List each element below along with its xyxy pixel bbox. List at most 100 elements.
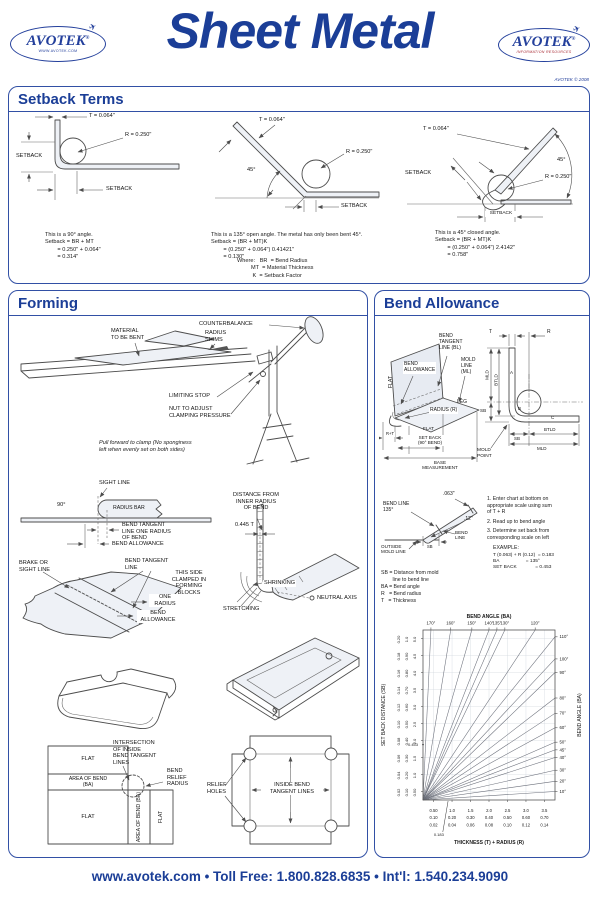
clamped-side-label: THIS SIDE CLAMPED IN FORMING BLOCKS	[171, 570, 207, 596]
svg-text:0.80: 0.80	[404, 669, 409, 678]
bend-allowance-label: BEND ALLOWANCE	[112, 541, 164, 547]
radius-shims-label: RADIUS SHIMS	[205, 330, 227, 343]
svg-text:0.02: 0.02	[429, 822, 438, 827]
shrink-stretch-diagram: DISTANCE FROM INNER RADIUS OF BEND 0.445…	[217, 480, 365, 615]
bend-allowance-label: BEND ALLOWANCE	[403, 361, 437, 374]
svg-text:0.06: 0.06	[466, 822, 475, 827]
svg-text:0.08: 0.08	[396, 737, 401, 746]
svg-text:0.14: 0.14	[396, 686, 401, 695]
svg-text:140°: 140°	[485, 621, 494, 626]
svg-text:80°: 80°	[560, 695, 567, 700]
logo-name: AVOTEK®	[512, 33, 576, 50]
svg-text:0.18: 0.18	[396, 652, 401, 661]
bend-line-label: BEND LINE	[455, 530, 468, 541]
svg-text:0.50: 0.50	[412, 788, 417, 797]
btld-left-label: BTLD	[493, 374, 499, 386]
setback-bottom-label: SETBACK	[106, 186, 133, 192]
forming-section: Forming MATERIAL TO BE BENT COUNTER	[8, 290, 368, 858]
bend-tangent-line-label: BEND TANGENT LINE (BL)	[439, 333, 463, 351]
relief-holes-diagram: RELIEF HOLES INSIDE BEND TANGENT LINES	[205, 730, 373, 848]
setback-90-diagram: T = 0.064" R = 0.250" SETBACK SETBACK Th…	[9, 112, 203, 280]
svg-text:0.30: 0.30	[404, 754, 409, 763]
set-back-label: SET BACK (90° BEND)	[405, 435, 455, 446]
svg-text:0.06: 0.06	[396, 754, 401, 763]
svg-text:0.10: 0.10	[503, 822, 512, 827]
svg-text:5.0: 5.0	[412, 636, 417, 642]
sight-line-diagram: SIGHT LINE 90° RADIUS BAR BEND TANGENT L…	[15, 480, 217, 556]
tray-part-drawing	[226, 637, 360, 721]
material-label: MATERIAL TO BE BENT	[111, 328, 145, 341]
flat-pattern-drawing	[47, 745, 174, 845]
svg-text:0.453: 0.453	[408, 742, 419, 747]
shrinking-label: SHRINKING	[263, 580, 297, 587]
svg-text:0.50: 0.50	[429, 808, 438, 813]
thickness-label: T = 0.064"	[259, 117, 285, 123]
svg-text:1.5: 1.5	[468, 808, 474, 813]
svg-text:0.10: 0.10	[429, 815, 438, 820]
step-1: 1. Enter chart at bottom on appropriate …	[487, 496, 552, 515]
svg-text:20°: 20°	[560, 779, 567, 784]
svg-text:3.0: 3.0	[523, 808, 529, 813]
distance-from-radius-label: DISTANCE FROM INNER RADIUS OF BEND	[233, 492, 279, 512]
svg-text:160°: 160°	[446, 621, 455, 626]
svg-text:0.04: 0.04	[448, 822, 457, 827]
example-values: T (0.063) + R (0.12) = 0.183 BA = 135° S…	[493, 552, 554, 571]
svg-text:SET BACK DISTANCE (SB): SET BACK DISTANCE (SB)	[381, 684, 387, 747]
brake-or-sight-label: BRAKE OR SIGHT LINE	[19, 560, 50, 573]
relief-holes-label: RELIEF HOLES	[207, 782, 227, 795]
svg-text:170°: 170°	[426, 621, 435, 626]
svg-text:0.50: 0.50	[503, 815, 512, 820]
setback-bottom-label: SETBACK	[485, 211, 517, 217]
footer-contact: www.avotek.com • Toll Free: 1.800.828.68…	[91, 869, 509, 884]
bend-allowance-section: Bend Allowance	[374, 290, 590, 858]
avotek-logo-right: ✈ AVOTEK® INFORMATION RESOURCES	[498, 23, 590, 62]
svg-text:0.10: 0.10	[396, 720, 401, 729]
angle-label: 45°	[247, 167, 256, 173]
section-heading: Bend Allowance	[375, 291, 589, 316]
bend-relief-label: BEND RELIEF RADIUS	[167, 768, 189, 788]
svg-text:0.40: 0.40	[485, 815, 494, 820]
diagram-notes: This is a 135° open angle. The metal has…	[211, 232, 363, 260]
mld-bottom-label: MLD	[537, 446, 547, 451]
page-title: Sheet Metal	[166, 3, 435, 59]
svg-text:50°: 50°	[560, 740, 567, 745]
setback-90-drawing	[21, 115, 180, 200]
area-of-bend-vertical-label: AREA OF BEND (BA)	[136, 791, 142, 843]
mold-line-label: MOLD LINE (ML)	[461, 357, 476, 375]
channel-part-diagram	[39, 662, 189, 736]
sb-bottom-label: SB	[514, 436, 521, 441]
svg-text:0.20: 0.20	[396, 635, 401, 644]
bend-line-diagram: .063" BEND LINE 135° .12" OUTSIDE MOLD L…	[381, 491, 483, 566]
section-heading: Forming	[9, 291, 367, 316]
layout-sheet-diagram: BRAKE OR SIGHT LINE BEND TANGENT LINE TH…	[13, 558, 217, 660]
flat-label: FLAT	[423, 426, 434, 431]
terminology-diagram: BEND TANGENT LINE (BL) MOLD LINE (ML) BE…	[379, 318, 585, 486]
avotek-logo-left: ✈ AVOTEK® WWW.AVOTEK.COM	[10, 21, 106, 62]
svg-text:0.90: 0.90	[404, 652, 409, 661]
svg-text:0.02: 0.02	[396, 788, 401, 797]
point-b-label: B	[518, 406, 522, 411]
svg-text:1.0: 1.0	[449, 808, 455, 813]
flat-pattern-diagram: FLAT AREA OF BEND (BA) FLAT AREA OF BEND…	[23, 740, 213, 852]
step-3: 3. Determine set back from corresponding…	[487, 528, 550, 541]
copyright: AVOTEK © 2008	[554, 77, 589, 82]
clamp-note: Pull forward to clamp (No sponginess lef…	[99, 440, 192, 453]
bend-line-drawing	[384, 498, 478, 550]
brake-diagram: MATERIAL TO BE BENT COUNTERBALANCE RADIU…	[17, 316, 361, 478]
svg-text:THICKNESS (T) + RADIUS (R): THICKNESS (T) + RADIUS (R)	[454, 840, 524, 846]
flat-big-label: FLAT	[81, 814, 95, 820]
radius-label: R = 0.250"	[125, 132, 152, 138]
one-radius-label: ONE RADIUS	[149, 594, 181, 608]
sb-left-label: SB	[480, 408, 487, 413]
angle-label: 45°	[557, 157, 566, 163]
where-definitions: Where: BR = Bend Radius MT = Material Th…	[237, 258, 314, 279]
intersection-label: INTERSECTION OF INSIDE BEND TANGENT LINE…	[113, 740, 157, 766]
thickness-063-label: .063"	[443, 491, 455, 497]
btld-bottom-label: BTLD	[543, 427, 557, 433]
svg-text:4.0: 4.0	[412, 670, 417, 676]
step-2: 2. Read up to bend angle	[487, 518, 546, 525]
thickness-label: T = 0.064"	[423, 126, 449, 132]
svg-text:BEND ANGLE (BA): BEND ANGLE (BA)	[577, 693, 583, 737]
svg-text:0.14: 0.14	[540, 822, 549, 827]
